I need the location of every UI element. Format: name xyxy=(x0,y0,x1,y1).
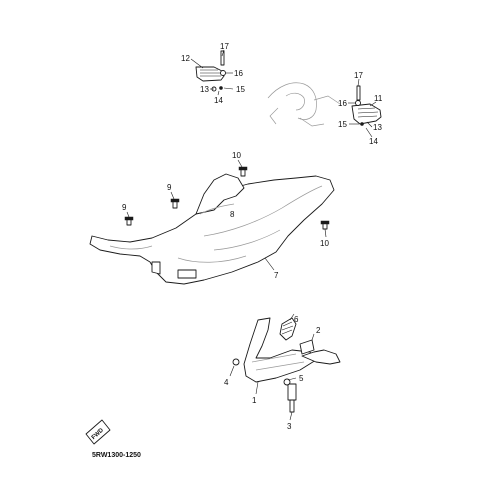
catalog-code: 5RW1300-1250 xyxy=(92,452,141,459)
callout-2: 2 xyxy=(316,326,321,335)
callout-1: 1 xyxy=(252,396,257,405)
stand-spring xyxy=(279,317,297,341)
callout-16-left: 16 xyxy=(234,69,243,78)
right-footrest-hatching xyxy=(357,107,379,118)
callout-13-right: 13 xyxy=(373,123,382,132)
board-inner-edge xyxy=(203,185,323,237)
screw-9-upper xyxy=(170,191,180,209)
callout-9-upper: 9 xyxy=(167,183,172,192)
stand-rubber-stop xyxy=(299,339,315,355)
left-footrest-washer xyxy=(220,70,226,76)
screw-9-left xyxy=(124,211,134,226)
right-footrest-pin xyxy=(356,85,361,101)
stand-nut xyxy=(283,378,291,386)
footrest-board-cover xyxy=(89,173,335,285)
callout-11: 11 xyxy=(374,94,383,103)
board-rear-fin xyxy=(195,173,245,215)
screw-10-upper xyxy=(237,159,248,177)
forward-direction-badge: FWD xyxy=(85,419,111,445)
callout-17-right: 17 xyxy=(354,71,363,80)
callout-10-upper: 10 xyxy=(232,151,241,160)
side-stand-assembly xyxy=(229,313,341,421)
left-footrest-assembly xyxy=(190,49,234,96)
left-footrest-cotter xyxy=(219,86,223,90)
stand-washer xyxy=(232,358,240,366)
left-footrest-pin xyxy=(220,50,225,66)
callout-3: 3 xyxy=(287,422,292,431)
callout-14-left: 14 xyxy=(214,96,223,105)
board-tab-bottom xyxy=(177,269,197,279)
stand-leg xyxy=(301,349,341,365)
callout-15-right: 15 xyxy=(338,120,347,129)
stand-spring-coils xyxy=(281,321,294,335)
callout-4: 4 xyxy=(224,378,229,387)
callout-12: 12 xyxy=(181,54,190,63)
callout-15-left: 15 xyxy=(236,85,245,94)
right-footrest-assembly xyxy=(348,78,382,138)
left-footrest-bracket xyxy=(195,66,225,82)
right-footrest-bracket xyxy=(351,103,382,125)
callout-10-right: 10 xyxy=(320,239,329,248)
callout-16-right: 16 xyxy=(338,99,347,108)
right-footrest-cotter xyxy=(360,122,364,126)
left-footrest-hatching xyxy=(200,69,221,77)
frame-outline-ghost xyxy=(267,82,341,127)
callout-13-left: 13 xyxy=(200,85,209,94)
board-main-body xyxy=(89,175,335,285)
callout-17-left: 17 xyxy=(220,42,229,51)
callout-14-right: 14 xyxy=(369,137,378,146)
callout-8: 8 xyxy=(230,210,235,219)
board-tab-left xyxy=(151,261,161,275)
screw-10-right xyxy=(320,220,330,238)
callout-7: 7 xyxy=(274,271,279,280)
callout-6: 6 xyxy=(294,315,299,324)
callout-9-left: 9 xyxy=(122,203,127,212)
stand-bolt xyxy=(287,383,297,401)
right-footrest-washer xyxy=(355,100,361,106)
callout-5: 5 xyxy=(299,374,304,383)
